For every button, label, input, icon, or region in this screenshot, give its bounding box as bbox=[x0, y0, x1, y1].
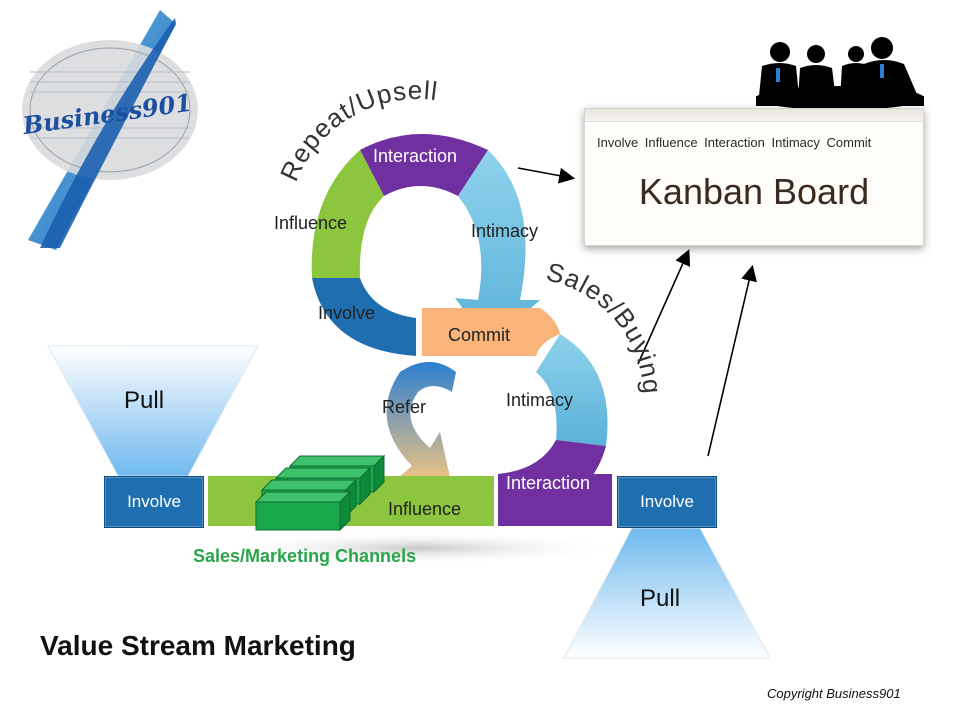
business901-logo bbox=[22, 10, 198, 250]
left-pull-label: Pull bbox=[124, 387, 165, 414]
copyright: Copyright Business901 bbox=[767, 686, 901, 701]
refer-label: Refer bbox=[382, 397, 427, 417]
arrow-pull-to-kanban bbox=[707, 264, 757, 457]
arrow-to-kanban bbox=[517, 167, 576, 184]
arrows bbox=[517, 167, 757, 457]
channel-stack bbox=[254, 454, 386, 532]
kanban-stages: Involve Influence Interaction Intimacy C… bbox=[597, 135, 872, 150]
top-intimacy-label: Intimacy bbox=[471, 221, 539, 241]
bottom-interaction-label: Interaction bbox=[506, 473, 591, 493]
arrow-sales-to-kanban bbox=[637, 249, 691, 365]
right-pull-label: Pull bbox=[640, 585, 681, 612]
kanban-board-header bbox=[585, 109, 923, 122]
commit-label: Commit bbox=[448, 325, 510, 345]
top-cycle bbox=[311, 134, 560, 356]
kanban-board: Involve Influence Interaction Intimacy C… bbox=[584, 108, 924, 246]
top-interaction-label: Interaction bbox=[373, 146, 458, 166]
top-influence-label: Influence bbox=[274, 213, 348, 233]
channels-label: Sales/Marketing Channels bbox=[193, 546, 417, 566]
right-involve-box: Involve bbox=[617, 476, 717, 528]
top-involve-label: Involve bbox=[318, 303, 376, 323]
bottom-cycle bbox=[386, 334, 612, 526]
page-title: Value Stream Marketing bbox=[40, 630, 356, 661]
business-people-silhouette bbox=[756, 37, 924, 110]
kanban-title: Kanban Board bbox=[638, 171, 870, 212]
left-involve-box: Involve bbox=[104, 476, 204, 528]
bottom-intimacy-label: Intimacy bbox=[506, 390, 574, 410]
bottom-influence-label: Influence bbox=[388, 499, 462, 519]
right-funnel bbox=[563, 527, 771, 659]
